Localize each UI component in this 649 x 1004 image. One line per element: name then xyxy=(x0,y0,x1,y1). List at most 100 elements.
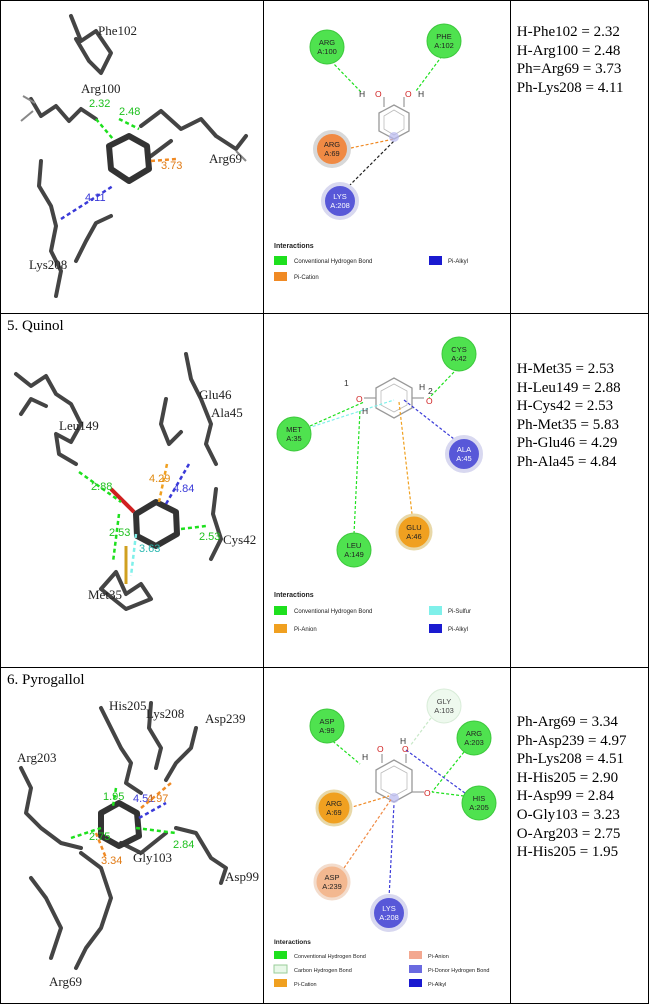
distance-label: 3.63 xyxy=(139,543,160,555)
residue-label-leu149: Leu149 xyxy=(59,418,99,433)
svg-text:Interactions: Interactions xyxy=(274,243,314,250)
svg-text:Pi-Anion: Pi-Anion xyxy=(428,954,449,960)
distance-label: 2.84 xyxy=(173,839,194,851)
residue-label-asp239: Asp239 xyxy=(205,711,245,726)
svg-text:Pi-Donor Hydrogen Bond: Pi-Donor Hydrogen Bond xyxy=(428,968,489,974)
svg-text:A:149: A:149 xyxy=(345,550,365,559)
atom-label: O xyxy=(424,788,431,798)
atom-label: 2 xyxy=(428,386,433,396)
distance-label: 2.75 xyxy=(89,831,110,843)
svg-text:Pi-Cation: Pi-Cation xyxy=(294,982,317,988)
distance-label: 4.51 xyxy=(133,793,154,805)
svg-text:Interactions: Interactions xyxy=(274,939,311,946)
compound-title: 5. Quinol xyxy=(7,318,64,334)
residue-label-arg69: Arg69 xyxy=(49,974,82,989)
residue-label-asp99: Asp99 xyxy=(225,869,259,884)
atom-label: O xyxy=(377,744,384,754)
distance-list: H-Phe102 = 2.32 H-Arg100 = 2.48 Ph=Arg69… xyxy=(517,23,624,97)
svg-text:LYS: LYS xyxy=(383,904,397,913)
svg-text:LYS: LYS xyxy=(334,192,348,201)
distance-label: 4.97 xyxy=(147,793,168,805)
distance-label: 2.53 xyxy=(199,531,220,543)
distance-list: H-Met35 = 2.53 H-Leu149 = 2.88 H-Cys42 =… xyxy=(517,360,621,472)
svg-text:A:239: A:239 xyxy=(323,882,343,891)
distance-label: 2.48 xyxy=(119,106,140,118)
svg-text:A:99: A:99 xyxy=(320,726,335,735)
residue-node-lys208: LYS A:208 xyxy=(370,894,409,932)
residue-node-leu149: LEU A:149 xyxy=(336,532,372,568)
distance-label: 2.53 xyxy=(109,527,130,539)
residue-node-gly103: GLY A:103 xyxy=(426,688,462,724)
svg-text:HIS: HIS xyxy=(473,794,486,803)
residue-node-asp239: ASP A:239 xyxy=(313,863,351,901)
svg-text:A:46: A:46 xyxy=(407,532,422,541)
svg-text:ARG: ARG xyxy=(324,140,340,149)
svg-text:A:42: A:42 xyxy=(452,354,467,363)
compound-title: 6. Pyrogallol xyxy=(7,672,85,688)
distance-label: 3.73 xyxy=(161,160,182,172)
distance-label: 4.84 xyxy=(173,483,194,495)
svg-text:Interactions: Interactions xyxy=(274,592,314,599)
atom-label: O xyxy=(375,89,382,99)
svg-text:ALA: ALA xyxy=(457,445,471,454)
residue-label-phe102: Phe102 xyxy=(98,23,137,38)
atom-label: H xyxy=(418,89,424,99)
residue-label-arg203: Arg203 xyxy=(17,750,56,765)
svg-text:Pi-Anion: Pi-Anion xyxy=(294,627,317,633)
distance-cell: H-Met35 = 2.53 H-Leu149 = 2.88 H-Cys42 =… xyxy=(509,313,649,668)
interaction-legend: Interactions Conventional Hydrogen Bond … xyxy=(273,939,490,988)
structure-3d-cell: 6. Pyrogallol xyxy=(0,667,265,1004)
svg-text:A:103: A:103 xyxy=(435,706,455,715)
svg-text:A:35: A:35 xyxy=(287,434,302,443)
residue-node-arg203: ARG A:203 xyxy=(456,720,492,756)
distance-item: H-Asp99 = 2.84 xyxy=(516,788,614,805)
svg-text:A:100: A:100 xyxy=(318,47,338,56)
atom-label: O xyxy=(402,744,409,754)
svg-text:A:205: A:205 xyxy=(470,803,490,812)
residue-node-ala45: ALA A:45 xyxy=(445,435,484,473)
svg-text:A:69: A:69 xyxy=(325,149,340,158)
svg-text:A:102: A:102 xyxy=(435,41,455,50)
structure-3d-cell: 5. Quinol xyxy=(0,313,265,668)
atom-label: O xyxy=(426,396,433,406)
distance-item: H-Arg100 = 2.48 xyxy=(516,42,621,59)
residue-node-met35: MET A:35 xyxy=(276,416,312,452)
svg-text:ARG: ARG xyxy=(466,729,482,738)
atom-label: H xyxy=(362,406,368,416)
distance-item: H-His205 = 2.90 xyxy=(516,769,619,786)
interaction-2d-cell: 1 O H H 2 O CYS A:42 MET A:35 A xyxy=(263,313,511,668)
svg-text:Carbon Hydrogen Bond: Carbon Hydrogen Bond xyxy=(294,968,352,974)
svg-text:ASP: ASP xyxy=(325,873,340,882)
atom-label: O xyxy=(356,394,363,404)
structure-3d-image: His205 Lys208 Asp239 Arg203 Gly103 Asp99… xyxy=(17,698,259,989)
distance-item: Ph-Met35 = 5.83 xyxy=(516,416,619,433)
structure-3d-cell: Phe102 Arg100 Arg69 Lys208 2.32 2.48 3.7… xyxy=(0,0,265,314)
atom-label: H xyxy=(362,752,368,762)
residue-node-cys42: CYS A:42 xyxy=(441,336,477,372)
residue-node-arg69: ARG A:69 xyxy=(315,789,353,827)
distance-item: H-Met35 = 2.53 xyxy=(516,361,614,377)
distance-label: 2.32 xyxy=(89,98,110,110)
distance-item: Ph-Arg69 = 3.34 xyxy=(516,714,618,730)
residue-node-glu46: GLU A:46 xyxy=(395,513,433,551)
svg-text:MET: MET xyxy=(286,425,302,434)
atom-label: H xyxy=(419,382,425,392)
residue-label-his205: His205 xyxy=(109,698,147,713)
distance-item: Ph-Lys208 = 4.11 xyxy=(516,79,624,96)
atom-label: H xyxy=(359,89,365,99)
svg-text:PHE: PHE xyxy=(437,32,452,41)
residue-node-asp99: ASP A:99 xyxy=(309,708,345,744)
distance-item: O-Arg203 = 2.75 xyxy=(516,825,621,842)
distance-label: 4.29 xyxy=(149,473,170,485)
residue-node-arg100: ARG A:100 xyxy=(309,29,345,65)
distance-item: Ph-Asp239 = 4.97 xyxy=(516,732,627,749)
svg-text:Conventional Hydrogen Bond: Conventional Hydrogen Bond xyxy=(294,954,366,960)
interaction-2d-diagram: H O O H O GLY A:103 ASP A:99 ARG xyxy=(273,688,497,988)
svg-text:LEU: LEU xyxy=(347,541,362,550)
residue-label-glu46: Glu46 xyxy=(199,387,232,402)
svg-text:ARG: ARG xyxy=(319,38,335,47)
distance-item: Ph-Lys208 = 4.51 xyxy=(516,751,625,768)
interaction-legend: Interactions Conventional Hydrogen Bond … xyxy=(274,592,471,633)
atom-label: H xyxy=(400,736,406,746)
